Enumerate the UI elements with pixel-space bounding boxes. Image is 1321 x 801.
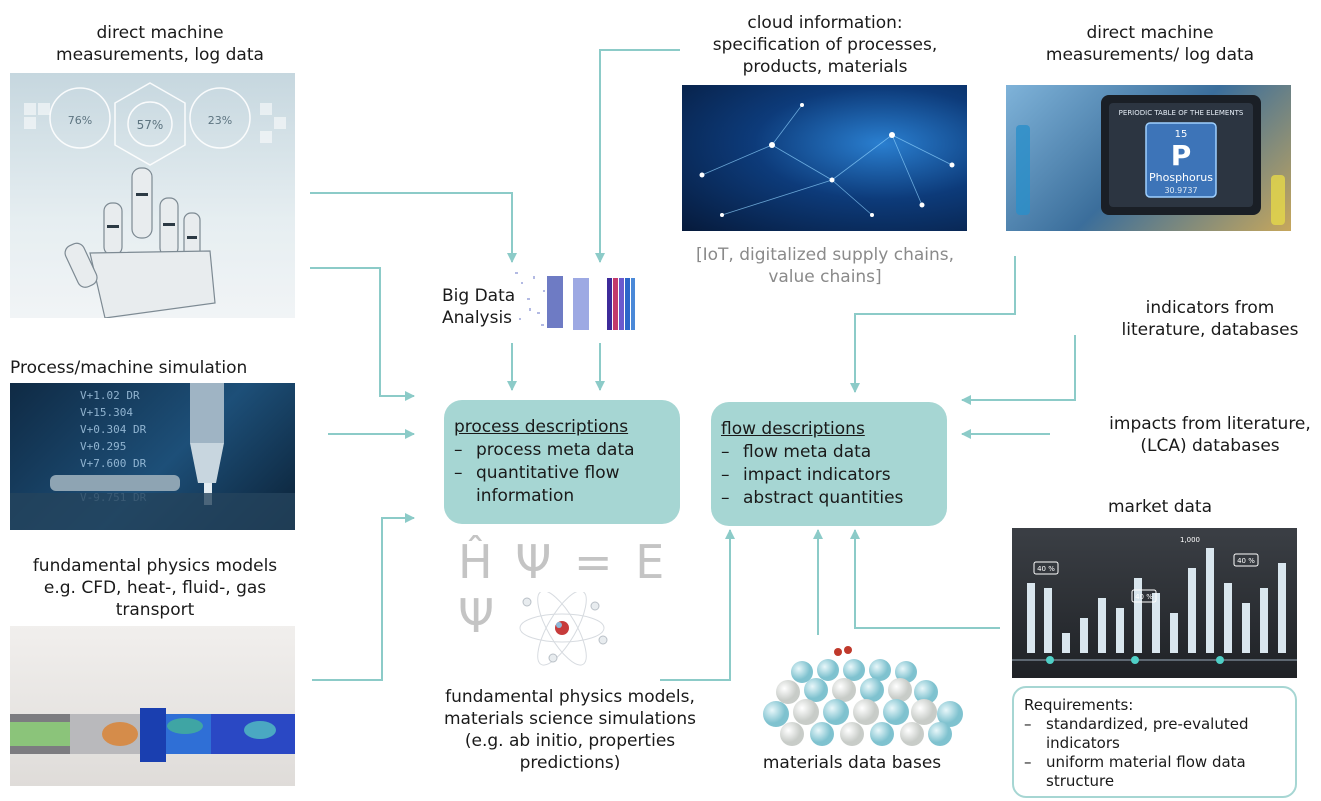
market-chart-image: 40 % 1,000 40 % 40 % [1012,528,1297,678]
periodic-table-image: PERIODIC TABLE OF THE ELEMENTS 15 P Phos… [1006,85,1291,231]
arrow-market-to-flow [850,529,1000,629]
flow-item: abstract quantities [721,487,947,510]
market-bars-illustration: 40 % 1,000 40 % 40 % [1012,536,1297,664]
element-mass-text: 30.9737 [1164,186,1197,195]
arrow-machine-to-bigdata [310,192,517,263]
flow-item: impact indicators [721,464,947,487]
market-tag-text: 40 % [1037,565,1055,573]
tablet-illustration: PERIODIC TABLE OF THE ELEMENTS 15 P Phos… [1016,95,1285,225]
requirement-item: uniform material flow data structure [1024,753,1285,791]
element-name-text: Phosphorus [1149,171,1213,184]
code-line: V+7.600 DR [80,457,147,470]
requirement-item: standardized, pre-evaluted indicators [1024,715,1285,753]
arrow-fund-bottom-to-flow [660,529,735,681]
arrow-cloud-to-bigdata [595,49,680,263]
gauge-left-text: 76% [68,114,92,127]
process-box-title: process descriptions [454,417,629,437]
network-image [682,85,967,231]
cnc-tool-illustration [10,383,295,530]
fund-bottom-label: fundamental physics models, materials sc… [443,687,697,773]
process-descriptions-box: process descriptions process meta data q… [444,400,680,524]
cloud-label: cloud information: specification of proc… [712,13,938,77]
arrow-machine-right-to-flow [850,256,1016,393]
impacts-label: impacts from literature, (LCA) databases [1109,414,1311,456]
atom-icon [519,592,608,666]
market-label: market data [1107,497,1213,517]
code-line: V+1.02 DR [80,389,140,402]
market-tag-text: 40 % [1135,593,1153,601]
arrow-fund-to-process [312,513,415,681]
indicators-label: indicators from literature, databases [1121,298,1299,340]
arrow-machine-to-process [310,267,415,401]
cfd-simulation-image [10,626,295,786]
iot-label: [IoT, digitalized supply chains, value c… [695,245,955,287]
requirements-box: Requirements: standardized, pre-evaluted… [1012,686,1297,798]
code-line: V+0.304 DR [80,423,147,436]
flow-box-title: flow descriptions [721,419,865,439]
code-line: V+0.295 [80,440,127,453]
periodic-header-text: PERIODIC TABLE OF THE ELEMENTS [1119,109,1244,117]
flow-descriptions-box: flow descriptions flow meta data impact … [711,402,947,526]
cfd-pipe-illustration [10,708,295,762]
big-data-visual [515,272,635,330]
machine-simulation-image: V+1.02 DR V+15.304 V+0.304 DR V+0.295 V+… [10,383,295,530]
robot-hand-image: 76% 57% 23% [10,73,295,318]
gauge-right-text: 23% [208,114,232,127]
code-line: V+15.304 [80,406,133,419]
materials-db-label: materials data bases [762,753,942,773]
process-sim-label: Process/machine simulation [10,358,248,378]
big-data-label: Big Data Analysis [442,286,516,328]
gauge-center-text: 57% [137,118,164,132]
robot-hand-illustration: 76% 57% 23% [24,82,286,318]
market-tag-text: 40 % [1237,557,1255,565]
network-illustration [699,103,955,217]
materials-lattice-icon [763,646,963,746]
process-item: process meta data [454,439,680,462]
flow-item: flow meta data [721,441,947,464]
schrodinger-equation: Ĥ Ψ = E Ψ [458,535,669,643]
process-item: quantitative flow information [454,462,656,508]
machine-right-label: direct machine measurements/ log data [1045,23,1255,65]
element-number-text: 15 [1175,129,1188,140]
fund-left-label: fundamental physics models e.g. CFD, hea… [32,556,278,620]
requirements-title: Requirements: [1024,696,1134,714]
arrow-indicators-to-flow [961,335,1076,405]
market-tag-text: 1,000 [1180,536,1200,544]
machine-left-label: direct machine measurements, log data [56,23,264,65]
element-symbol-text: P [1171,139,1192,172]
